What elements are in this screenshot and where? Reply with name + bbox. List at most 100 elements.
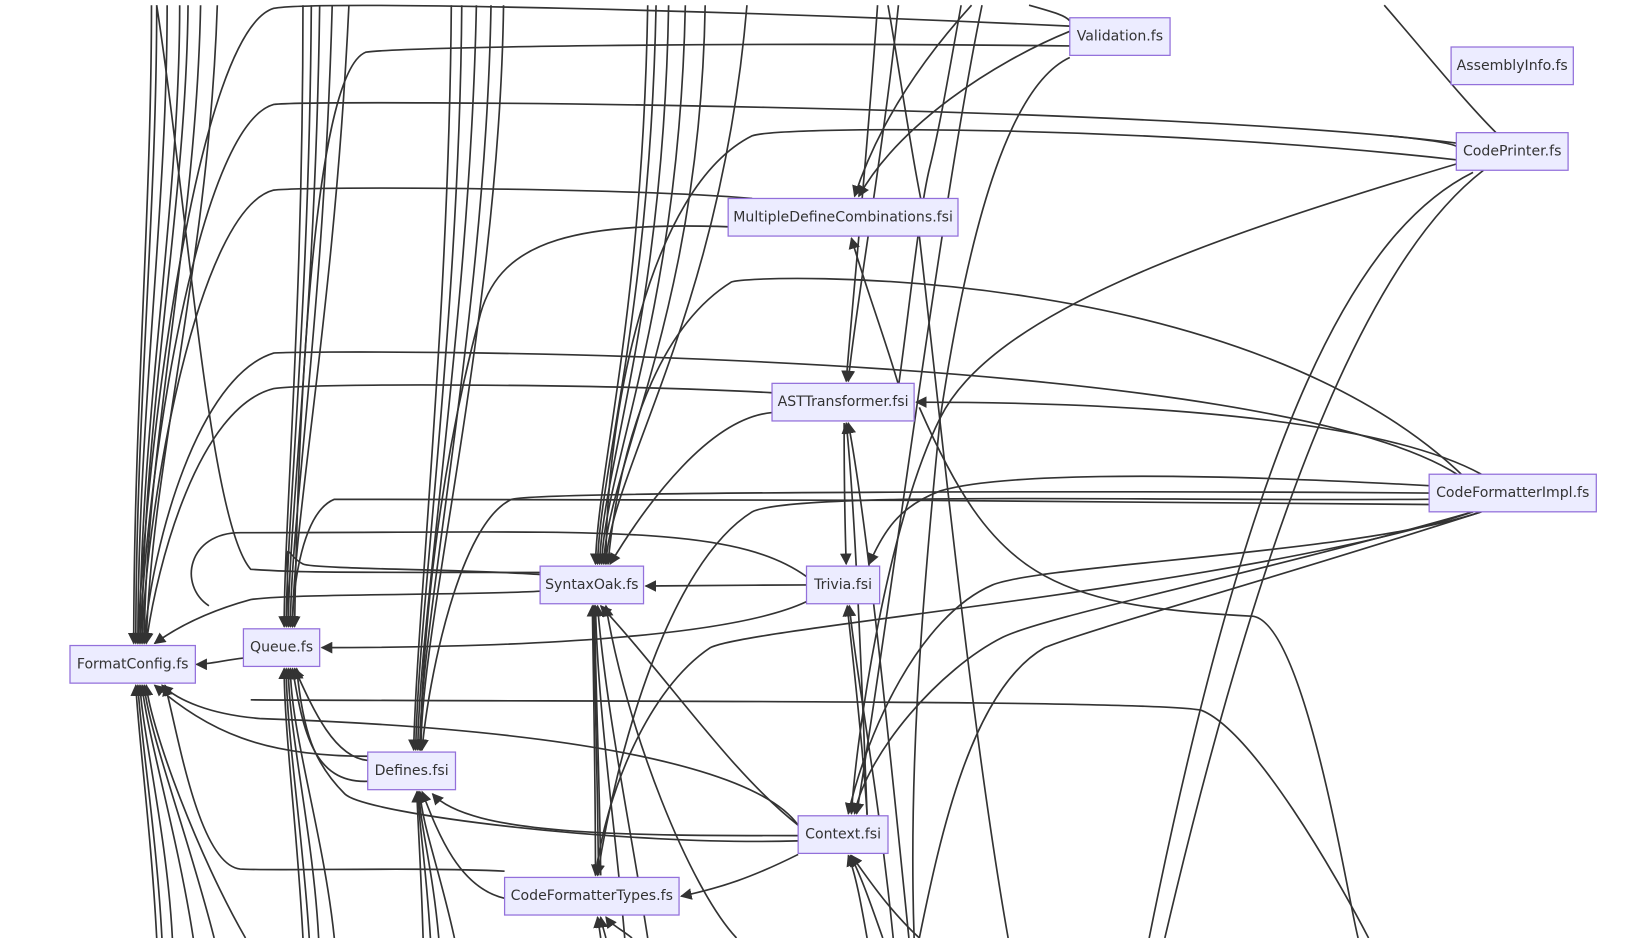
dependency-edge [918, 407, 1359, 938]
dependency-edge [161, 684, 799, 826]
node-queue[interactable]: Queue.fs [242, 628, 321, 668]
dependency-edge [868, 475, 1430, 566]
node-trivia[interactable]: Trivia.fsi [805, 565, 881, 605]
dependency-edge [591, 511, 1474, 877]
dependency-edge [141, 684, 247, 938]
dependency-edge [286, 5, 350, 628]
dependency-edge [127, 5, 153, 645]
dependency-edge [408, 5, 453, 752]
dependency-edge [598, 5, 707, 566]
dependency-edge [431, 792, 799, 837]
dependency-edge [410, 5, 463, 752]
dependency-edge [129, 5, 158, 645]
dependency-edge [915, 396, 1482, 475]
node-codeformattertypes[interactable]: CodeFormatterTypes.fs [503, 876, 680, 916]
node-multipledefinecombinations[interactable]: MultipleDefineCombinations.fsi [727, 197, 959, 237]
node-label: AssemblyInfo.fs [1457, 58, 1568, 74]
node-defines[interactable]: Defines.fsi [367, 751, 457, 791]
dependency-edge [1383, 4, 1497, 134]
node-label: MultipleDefineCombinations.fsi [733, 209, 953, 225]
node-label: SyntaxOak.fs [545, 577, 638, 593]
dependency-edge [134, 684, 174, 938]
node-label: Context.fsi [805, 827, 881, 843]
dependency-edge [414, 225, 753, 752]
dependency-edge [130, 684, 158, 938]
dependency-edge [918, 511, 1482, 938]
dependency-edge [850, 511, 1474, 815]
dependency-edge [601, 604, 738, 938]
dependency-edge [280, 667, 311, 938]
dependency-edge [132, 5, 168, 645]
dependency-edge [846, 163, 1457, 815]
node-label: ASTTransformer.fsi [778, 394, 909, 410]
dependency-edge [286, 550, 541, 627]
dependency-edge [136, 187, 753, 645]
dependency-edge [141, 384, 773, 645]
dependency-edge [413, 790, 440, 938]
node-asttransformer[interactable]: ASTTransformer.fsi [771, 382, 915, 422]
dependency-edge [587, 604, 600, 876]
node-label: Trivia.fsi [813, 577, 872, 593]
dependency-edge [599, 604, 799, 826]
dependency-edge [918, 235, 1009, 938]
dependency-edge [195, 657, 244, 671]
node-label: CodeFormatterImpl.fs [1436, 485, 1589, 501]
dependency-edge [609, 411, 773, 566]
dependency-edge [293, 667, 368, 762]
dependency-edge [603, 277, 1474, 566]
dependency-edge [591, 5, 657, 566]
dependency-edge [858, 30, 1071, 198]
node-codeformatterimpl[interactable]: CodeFormatterImpl.fs [1428, 473, 1597, 513]
dependency-edge [414, 790, 456, 938]
dependency-edge [588, 604, 602, 876]
dependency-edge [190, 531, 807, 607]
dependency-edge [153, 684, 368, 758]
dependency-edge [911, 56, 1071, 938]
node-codeprinter[interactable]: CodePrinter.fs [1455, 132, 1569, 171]
dependency-edge [134, 5, 181, 645]
node-label: Defines.fsi [375, 763, 449, 779]
node-label: FormatConfig.fs [77, 656, 189, 672]
dependency-edge [600, 128, 1457, 566]
dependency-edge [841, 5, 879, 383]
dependency-edge [132, 684, 163, 938]
node-label: CodeFormatterTypes.fs [511, 888, 673, 904]
node-formatconfig[interactable]: FormatConfig.fs [69, 644, 196, 684]
dependency-edge [282, 667, 320, 938]
dependency-edge [852, 5, 983, 815]
node-syntaxoak[interactable]: SyntaxOak.fs [539, 565, 645, 605]
dependency-edge [415, 5, 505, 752]
dependency-edge [412, 790, 432, 938]
dependency-edge [155, 5, 541, 574]
dependency-edge [846, 854, 868, 938]
dependency-edge [852, 4, 973, 198]
dependency-edge [594, 5, 670, 566]
dependency-edge [278, 667, 304, 938]
node-validation[interactable]: Validation.fs [1069, 17, 1171, 56]
node-assemblyinfo[interactable]: AssemblyInfo.fs [1450, 46, 1574, 86]
node-context[interactable]: Context.fsi [797, 815, 889, 855]
dependency-edge [605, 916, 633, 938]
dependency-edge [593, 497, 1430, 877]
dependency-edge [412, 5, 478, 752]
dependency-edge [132, 4, 1070, 645]
dependency-edge [291, 667, 799, 843]
dependency-edge [417, 491, 1430, 752]
dependency-edge [897, 5, 962, 387]
dependency-edge [1164, 169, 1484, 938]
dependency-edge [140, 5, 219, 645]
dependency-edge [138, 5, 202, 645]
dependency-edge [162, 684, 505, 872]
node-label: Validation.fs [1077, 29, 1163, 45]
node-label: Queue.fs [250, 640, 313, 656]
dependency-edge [250, 699, 1370, 938]
dependency-edge [596, 915, 608, 938]
dependency-edge [153, 590, 541, 645]
dependency-edge [320, 600, 807, 654]
dependency-edge [1389, 134, 1457, 147]
dependency-edge [1148, 171, 1474, 938]
dependency-edge [679, 853, 799, 900]
dependency-edge [586, 604, 599, 876]
dependency-edge [589, 5, 649, 566]
